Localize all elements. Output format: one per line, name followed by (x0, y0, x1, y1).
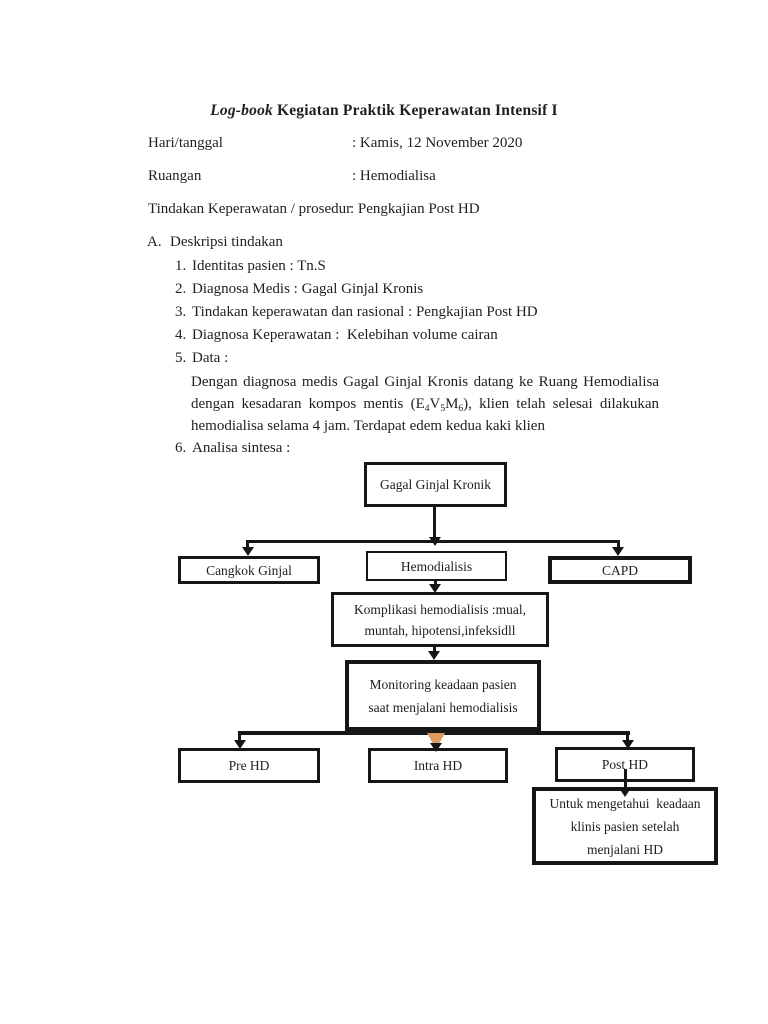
field-label: Hari/tanggal (148, 135, 223, 151)
gcs-sub-v: 5 (440, 404, 446, 414)
field-row-ruangan: Ruangan : Hemodialisa (0, 168, 768, 188)
flow-box-untuk-mengetahui: Untuk mengetahui keadaan klinis pasien s… (532, 787, 718, 865)
arrow-down-icon (242, 547, 254, 556)
flow-box-hemodialisis: Hemodialisis (366, 551, 507, 581)
arrow-down-icon (619, 788, 631, 797)
flow-connector-line (433, 647, 436, 653)
arrow-down-icon (429, 584, 441, 593)
flow-box-cangkok-ginjal: Cangkok Ginjal (178, 556, 320, 584)
arrow-down-icon (612, 547, 624, 556)
flow-box-label: Pre HD (228, 758, 270, 773)
gcs-text: V (429, 396, 441, 412)
flow-box-label: Gagal Ginjal Kronik (380, 477, 491, 492)
flow-box-label: Cangkok Ginjal (206, 562, 292, 578)
flow-box-label: Hemodialisis (400, 558, 473, 574)
data-paragraph-line: dengan kesadaran kompos mentis (E4V5M6),… (191, 396, 659, 414)
list-item-data: Data : (192, 350, 229, 366)
flow-connector-line (238, 731, 630, 735)
flow-box-capd: CAPD (548, 556, 692, 584)
flow-box-komplikasi: Komplikasi hemodialisis :mual, muntah, h… (331, 592, 549, 647)
flow-box-label-line: Untuk mengetahui keadaan (549, 795, 701, 811)
flow-box-pre-hd: Pre HD (178, 748, 320, 783)
arrow-down-icon (428, 651, 440, 660)
gcs-sub-m: 6 (458, 404, 464, 414)
field-label: Ruangan (148, 168, 202, 184)
gcs-sub-e: 4 (424, 404, 430, 414)
item-number: 4. (175, 327, 187, 343)
flow-box-label-line: menjalani HD (586, 841, 664, 857)
item-number: 2. (175, 281, 187, 297)
field-label: Tindakan Keperawatan / prosedur (148, 201, 352, 217)
list-item-diagnosa-keperawatan: Diagnosa Keperawatan : Kelebihan volume … (192, 327, 498, 343)
flow-connector-line (433, 507, 436, 538)
flow-box-label-line: Komplikasi hemodialisis :mual, (353, 601, 527, 617)
field-row-hari-tanggal: Hari/tanggal : Kamis, 12 November 2020 (0, 135, 768, 155)
flow-box-label: CAPD (601, 562, 638, 578)
flow-box-label-line: Monitoring keadaan pasien (369, 676, 517, 692)
flow-connector-line (617, 540, 620, 549)
list-item-tindakan: Tindakan keperawatan dan rasional : Peng… (192, 304, 538, 320)
flow-box-label: Post HD (601, 757, 649, 772)
arrow-down-icon (430, 743, 442, 752)
flow-connector-line (246, 540, 249, 549)
item-number: 5. (175, 350, 187, 366)
gcs-text: M (445, 396, 459, 412)
field-row-tindakan: Tindakan Keperawatan / prosedur : Pengka… (0, 201, 768, 221)
flow-connector-line (246, 540, 620, 543)
gcs-text: ), klien telah selesai dilakukan (463, 396, 659, 412)
flow-box-label: Intra HD (413, 758, 463, 773)
flow-box-gagal-ginjal-kronik: Gagal Ginjal Kronik (364, 462, 507, 507)
flow-box-label-line: saat menjalani hemodialisis (368, 699, 518, 715)
list-item-analisa-sintesa: Analisa sintesa : (192, 440, 291, 456)
field-value: : Kamis, 12 November 2020 (352, 135, 523, 151)
gcs-text: dengan kesadaran kompos mentis (E (191, 396, 425, 412)
flow-box-monitoring: Monitoring keadaan pasien saat menjalani… (345, 660, 541, 731)
flow-connector-line (238, 731, 241, 741)
section-title: Deskripsi tindakan (170, 234, 283, 250)
list-item-identitas: Identitas pasien : Tn.S (192, 258, 326, 274)
arrow-down-icon (234, 740, 246, 749)
item-number: 1. (175, 258, 187, 274)
data-paragraph-line: Dengan diagnosa medis Gagal Ginjal Kroni… (191, 374, 659, 390)
arrow-down-icon (622, 740, 634, 749)
field-value: : Pengkajian Post HD (350, 201, 480, 217)
item-number: 6. (175, 440, 187, 456)
title-italic-part: Log-book (210, 102, 273, 119)
flow-connector-line (624, 769, 627, 791)
flow-box-intra-hd: Intra HD (368, 748, 508, 783)
title-rest-part: Kegiatan Praktik Keperawatan Intensif I (276, 102, 558, 119)
item-number: 3. (175, 304, 187, 320)
list-item-diagnosa-medis: Diagnosa Medis : Gagal Ginjal Kronis (192, 281, 424, 297)
section-marker: A. (147, 234, 162, 250)
field-value: : Hemodialisa (352, 168, 436, 184)
flow-box-label-line: klinis pasien setelah (570, 818, 680, 834)
data-paragraph-line: hemodialisa selama 4 jam. Terdapat edem … (191, 418, 545, 434)
flow-box-label-line: muntah, hipotensi,infeksidll (364, 622, 516, 638)
flow-connector-line (626, 731, 629, 741)
